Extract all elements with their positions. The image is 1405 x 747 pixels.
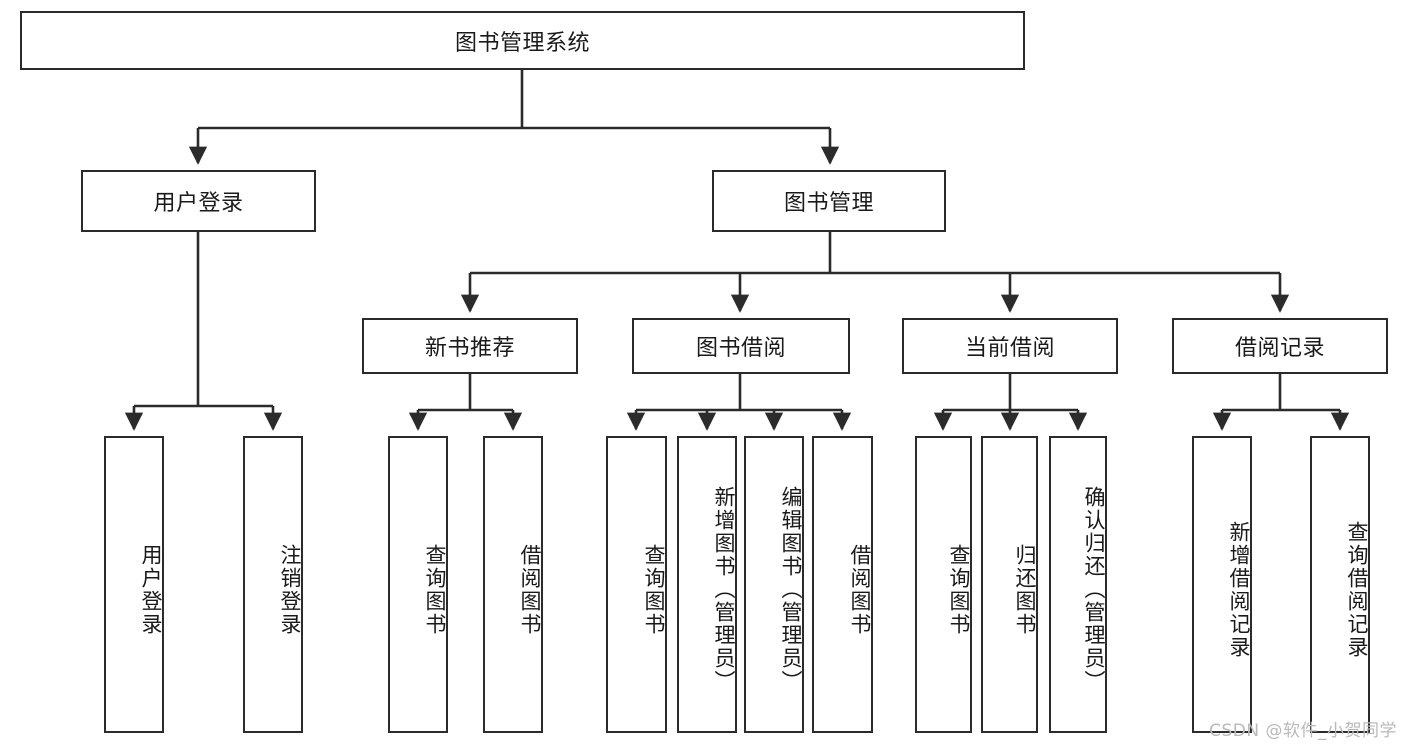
node-new-book-recommend[interactable]: 新书推荐 [362, 318, 578, 374]
leaf-user-login-label: 用户登录 [139, 543, 163, 636]
leaf-add-borrow-record[interactable]: 新增借阅记录 [1192, 436, 1252, 733]
node-book-borrow-label: 图书借阅 [695, 336, 786, 361]
leaf-borrow-book[interactable]: 借阅图书 [812, 436, 873, 733]
leaf-borrow-book-label: 借阅图书 [848, 543, 872, 636]
node-borrow-record-label: 借阅记录 [1234, 336, 1325, 361]
node-root-label: 图书管理系统 [454, 30, 590, 56]
leaf-add-book-admin[interactable]: 新增图书（管理员） [677, 436, 737, 733]
node-borrow-record[interactable]: 借阅记录 [1172, 318, 1388, 374]
leaf-user-login[interactable]: 用户登录 [104, 436, 164, 733]
leaf-logout[interactable]: 注销登录 [243, 436, 303, 733]
leaf-query-book-recommend[interactable]: 查询图书 [388, 436, 448, 733]
leaf-confirm-return-admin-label: 确认归还（管理员） [1082, 486, 1106, 693]
leaf-return-book[interactable]: 归还图书 [981, 436, 1038, 733]
node-book-management-label: 图书管理 [783, 191, 874, 216]
leaf-query-book-borrow[interactable]: 查询图书 [606, 436, 667, 733]
leaf-edit-book-admin-label: 编辑图书（管理员） [779, 486, 803, 693]
leaf-query-book-borrow-label: 查询图书 [642, 543, 666, 636]
node-new-book-recommend-label: 新书推荐 [424, 336, 515, 361]
node-user-login[interactable]: 用户登录 [81, 170, 316, 232]
leaf-query-book-current[interactable]: 查询图书 [915, 436, 972, 733]
leaf-borrow-book-recommend-label: 借阅图书 [518, 543, 542, 636]
node-current-borrow-label: 当前借阅 [964, 336, 1055, 361]
leaf-query-book-recommend-label: 查询图书 [423, 543, 447, 636]
node-book-management[interactable]: 图书管理 [712, 170, 946, 232]
leaf-confirm-return-admin[interactable]: 确认归还（管理员） [1049, 436, 1107, 733]
leaf-query-borrow-record-label: 查询借阅记录 [1345, 520, 1369, 659]
leaf-query-borrow-record[interactable]: 查询借阅记录 [1310, 436, 1370, 733]
node-user-login-label: 用户登录 [153, 191, 244, 216]
node-book-borrow[interactable]: 图书借阅 [632, 318, 850, 374]
leaf-add-borrow-record-label: 新增借阅记录 [1227, 520, 1251, 659]
leaf-edit-book-admin[interactable]: 编辑图书（管理员） [744, 436, 804, 733]
leaf-add-book-admin-label: 新增图书（管理员） [712, 486, 736, 693]
leaf-borrow-book-recommend[interactable]: 借阅图书 [483, 436, 543, 733]
node-root[interactable]: 图书管理系统 [20, 11, 1025, 70]
leaf-logout-label: 注销登录 [278, 543, 302, 636]
leaf-return-book-label: 归还图书 [1013, 543, 1037, 636]
watermark: CSDN @软件_小贺同学 [1209, 721, 1397, 741]
node-current-borrow[interactable]: 当前借阅 [902, 318, 1118, 374]
leaf-query-book-current-label: 查询图书 [947, 543, 971, 636]
